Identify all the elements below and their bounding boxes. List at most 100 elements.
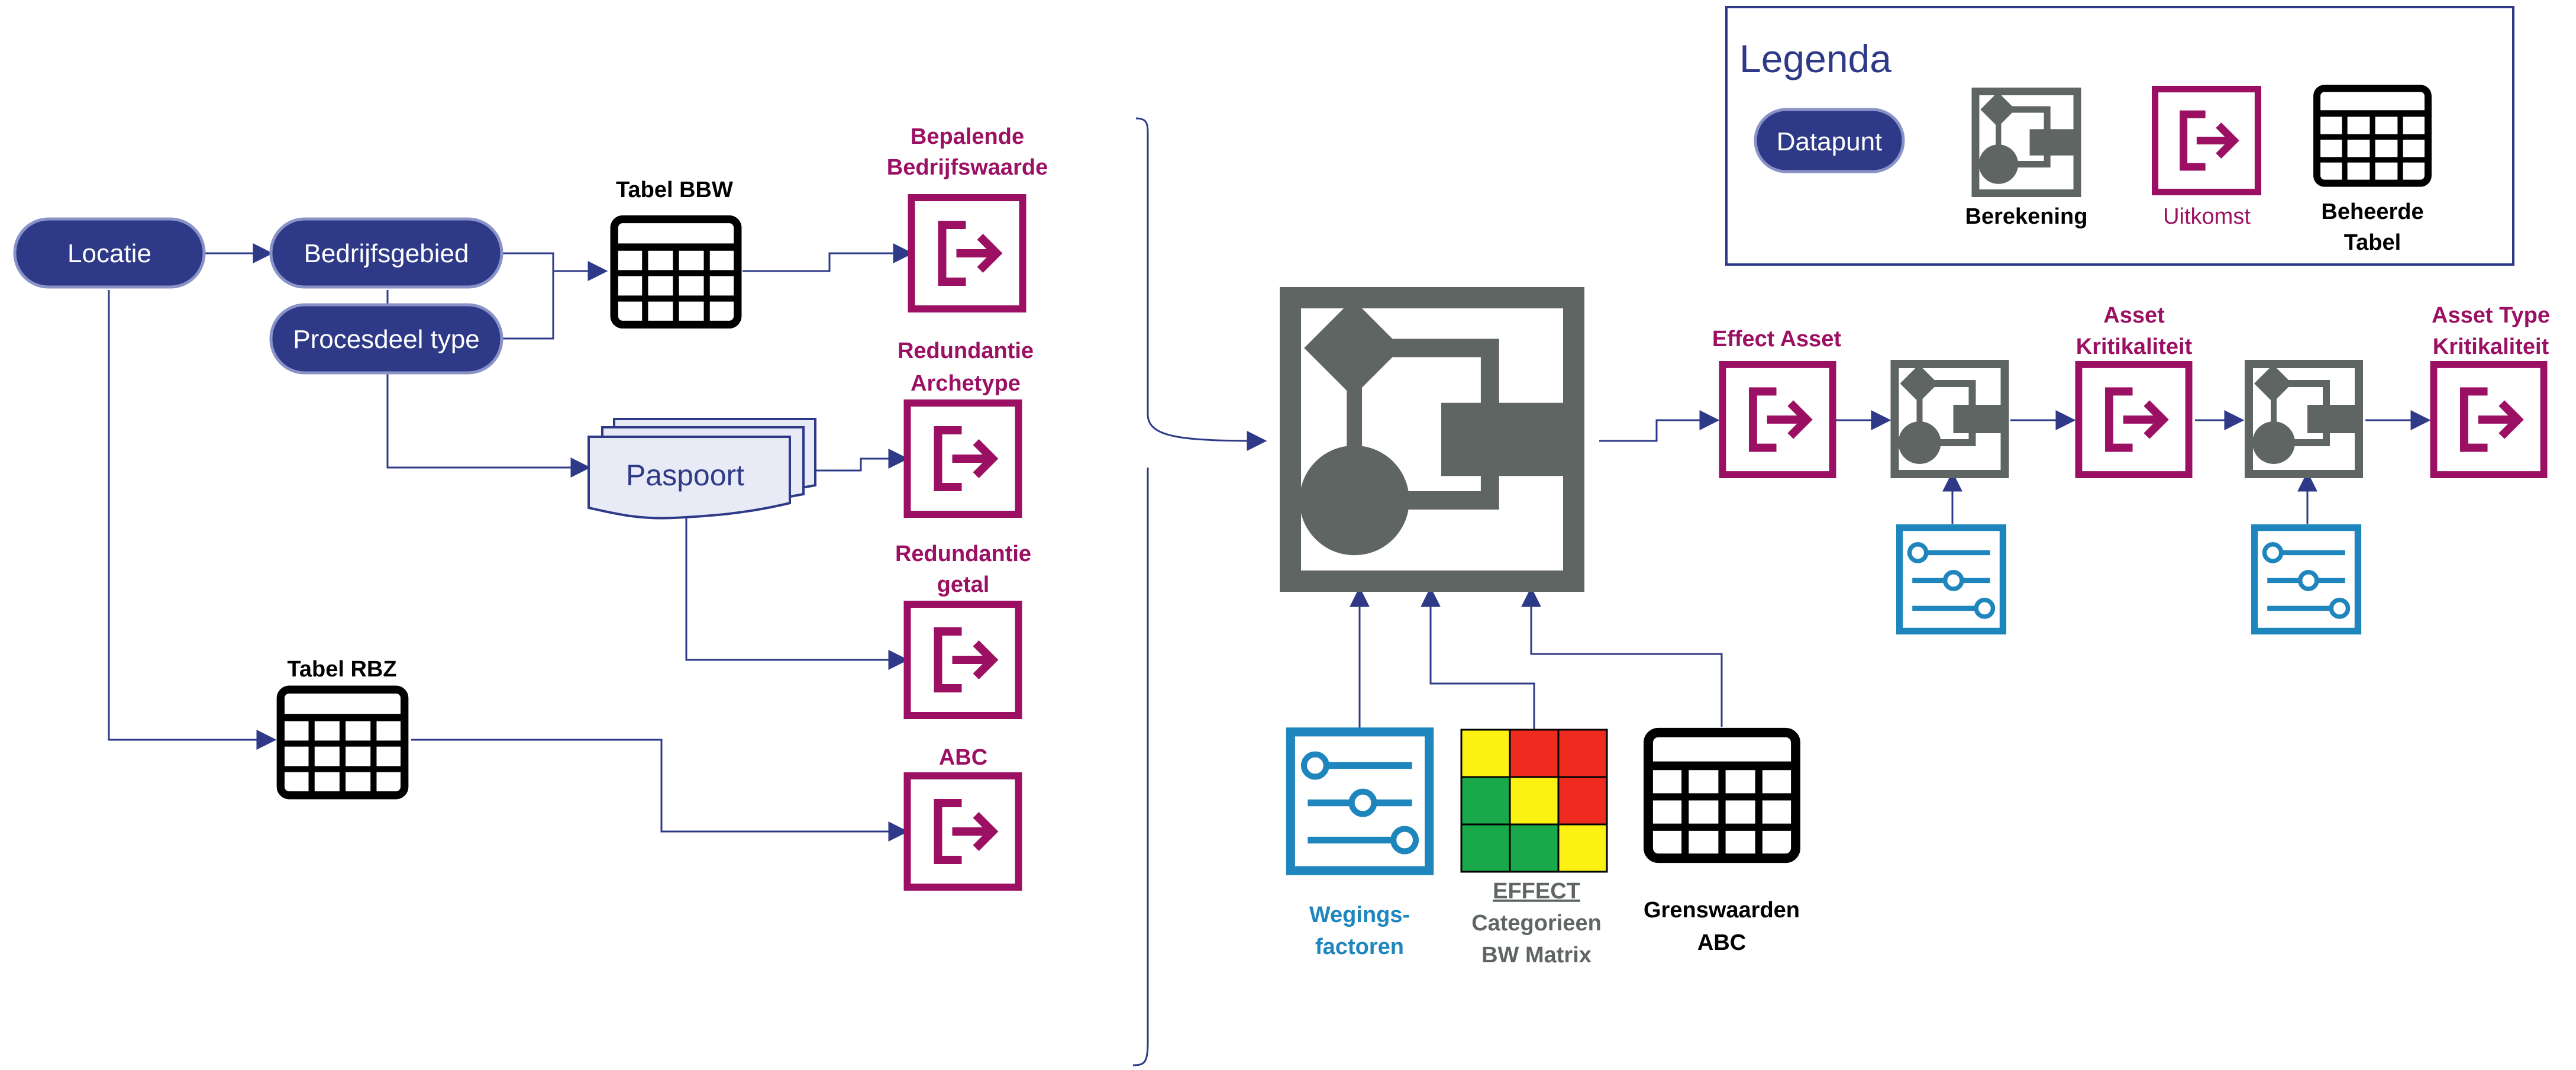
connector-matrix-calc (1421, 586, 1535, 731)
table-icon (2317, 88, 2428, 183)
outcome-asset-type-krit-label-2: Kritikaliteit (2433, 334, 2549, 359)
calculation-asset-type-kritikaliteit[interactable] (2249, 364, 2359, 474)
legend-beheerde-tabel-label-2: Tabel (2344, 230, 2401, 255)
outcome-bepalende-bedrijfswaarde[interactable]: Bepalende Bedrijfswaarde (887, 124, 1048, 309)
outcome-asset-type-krit-label-1: Asset Type (2432, 303, 2550, 328)
table-rbz[interactable]: Tabel RBZ (280, 657, 404, 795)
calculation-asset-kritikaliteit[interactable] (1895, 364, 2006, 474)
datapoint-locatie[interactable]: Locatie (13, 217, 206, 289)
connector-paspoort-archetype (816, 449, 909, 472)
datapoint-bedrijfsgebied-label: Bedrijfsgebied (304, 239, 469, 268)
connector-bbw-bepalende (743, 243, 913, 272)
calculation-icon (1895, 364, 2006, 474)
calculation-main[interactable] (1290, 298, 1576, 581)
exit-icon (908, 403, 1019, 514)
table-grenswaarden-label-1: Grenswaarden (1644, 898, 1800, 923)
outcome-bepalende-label-2: Bedrijfswaarde (887, 155, 1048, 180)
connector-procesdeel-paspoort (386, 373, 591, 478)
outcome-bepalende-label-1: Bepalende (911, 124, 1024, 149)
outcome-effect-asset-label: Effect Asset (1712, 327, 1842, 352)
outcome-asset-krit-label-1: Asset (2103, 303, 2165, 328)
connector-rbz-abc (411, 739, 909, 842)
effect-matrix-label-1: EFFECT (1493, 879, 1580, 904)
table-icon (614, 220, 738, 325)
bracket-lower (1132, 468, 1149, 1066)
connectors (108, 117, 2431, 1066)
table-grenswaarden-label-2: ABC (1697, 930, 1746, 955)
datapoint-procesdeel-type[interactable]: Procesdeel type (269, 303, 503, 375)
legend-beheerde-tabel: Beheerde Tabel (2317, 88, 2428, 255)
matrix-cell-green (1509, 823, 1560, 873)
outcome-getal-label-1: Redundantie (895, 542, 1031, 566)
matrix-cell-yellow (1557, 823, 1608, 873)
matrix-cell-red (1557, 729, 1608, 778)
effect-matrix-label-2: Categorieen (1471, 911, 1602, 936)
exit-icon (1722, 365, 1832, 475)
matrix-cell-red (1509, 729, 1560, 778)
table-grenswaarden[interactable]: Grenswaarden ABC (1644, 733, 1800, 955)
input-slider-asset-kritikaliteit[interactable] (1900, 528, 2003, 631)
outcome-asset-kritikaliteit[interactable]: Asset Kritikaliteit (2076, 303, 2193, 475)
connector-procesdeel-tabel (502, 271, 554, 340)
slider-icon (1900, 528, 2003, 631)
connector-calc-effect (1599, 410, 1720, 442)
input-wegingsfactoren[interactable]: Wegings- factoren (1290, 732, 1429, 959)
legend-uitkomst: Uitkomst (2155, 89, 2258, 229)
table-bbw[interactable]: Tabel BBW (614, 178, 738, 324)
matrix-cell-red (1557, 776, 1608, 826)
table-rbz-label: Tabel RBZ (287, 657, 396, 682)
datapoint-locatie-label: Locatie (67, 239, 151, 268)
outcome-redundantie-archetype[interactable]: Redundantie Archetype (898, 339, 1034, 514)
table-icon (1648, 733, 1796, 858)
datapoint-procesdeel-type-label: Procesdeel type (293, 325, 480, 354)
connector-bedrijfsgebied-tabel (502, 252, 608, 281)
exit-icon (2433, 365, 2543, 475)
input-slider-asset-type-kritikaliteit[interactable] (2255, 528, 2358, 631)
exit-icon (2155, 89, 2258, 192)
outcome-getal-label-2: getal (937, 572, 990, 597)
outcome-abc[interactable]: ABC (908, 745, 1019, 887)
matrix-cell-yellow (1509, 776, 1560, 826)
calculation-icon (1290, 298, 1576, 581)
exit-icon (908, 776, 1019, 887)
slider-icon (1290, 732, 1429, 871)
exit-icon (2078, 365, 2188, 475)
outcome-archetype-label-2: Archetype (911, 371, 1021, 396)
legend-berekening: Berekening (1965, 91, 2088, 229)
document-paspoort[interactable]: Paspoort (587, 418, 816, 520)
matrix-cell-green (1460, 776, 1511, 826)
exit-icon (908, 604, 1019, 716)
outcome-redundantie-getal[interactable]: Redundantie getal (895, 542, 1031, 716)
connector-paspoort-getal (685, 515, 909, 670)
matrix-cell-yellow (1460, 729, 1511, 778)
connector-grens-calc (1521, 586, 1723, 727)
outcome-abc-label: ABC (939, 745, 987, 770)
table-bbw-label: Tabel BBW (616, 178, 733, 202)
effect-matrix-grid (1460, 729, 1608, 873)
legend-berekening-label: Berekening (1965, 204, 2088, 229)
calculation-icon (1975, 91, 2078, 193)
legend-title: Legenda (1739, 37, 1891, 80)
datapoint-bedrijfsgebied[interactable]: Bedrijfsgebied (269, 217, 503, 289)
outcome-asset-type-kritikaliteit[interactable]: Asset Type Kritikaliteit (2432, 303, 2550, 475)
legend-datapunt: Datapunt (1754, 108, 1905, 173)
effect-matrix-label-3: BW Matrix (1481, 943, 1592, 968)
calculation-icon (2249, 364, 2359, 474)
input-effect-matrix[interactable]: EFFECT Categorieen BW Matrix (1460, 729, 1608, 968)
document-paspoort-label: Paspoort (626, 459, 744, 492)
outcome-archetype-label-1: Redundantie (898, 339, 1034, 363)
connector-locatie-rbz (108, 290, 277, 750)
outcome-effect-asset[interactable]: Effect Asset (1712, 327, 1842, 475)
legend-datapunt-label: Datapunt (1777, 127, 1883, 156)
matrix-cell-green (1460, 823, 1511, 873)
outcome-asset-krit-label-2: Kritikaliteit (2076, 334, 2193, 359)
slider-icon (2255, 528, 2358, 631)
legend: Legenda Datapunt Berekening Uitkomst Beh… (1725, 6, 2514, 266)
legend-beheerde-tabel-label-1: Beheerde (2321, 199, 2423, 224)
table-icon (280, 689, 404, 795)
bracket-connector (1135, 117, 1267, 451)
wegingsfactoren-label-1: Wegings- (1309, 903, 1410, 927)
exit-icon (912, 198, 1023, 309)
legend-uitkomst-label: Uitkomst (2163, 204, 2251, 229)
